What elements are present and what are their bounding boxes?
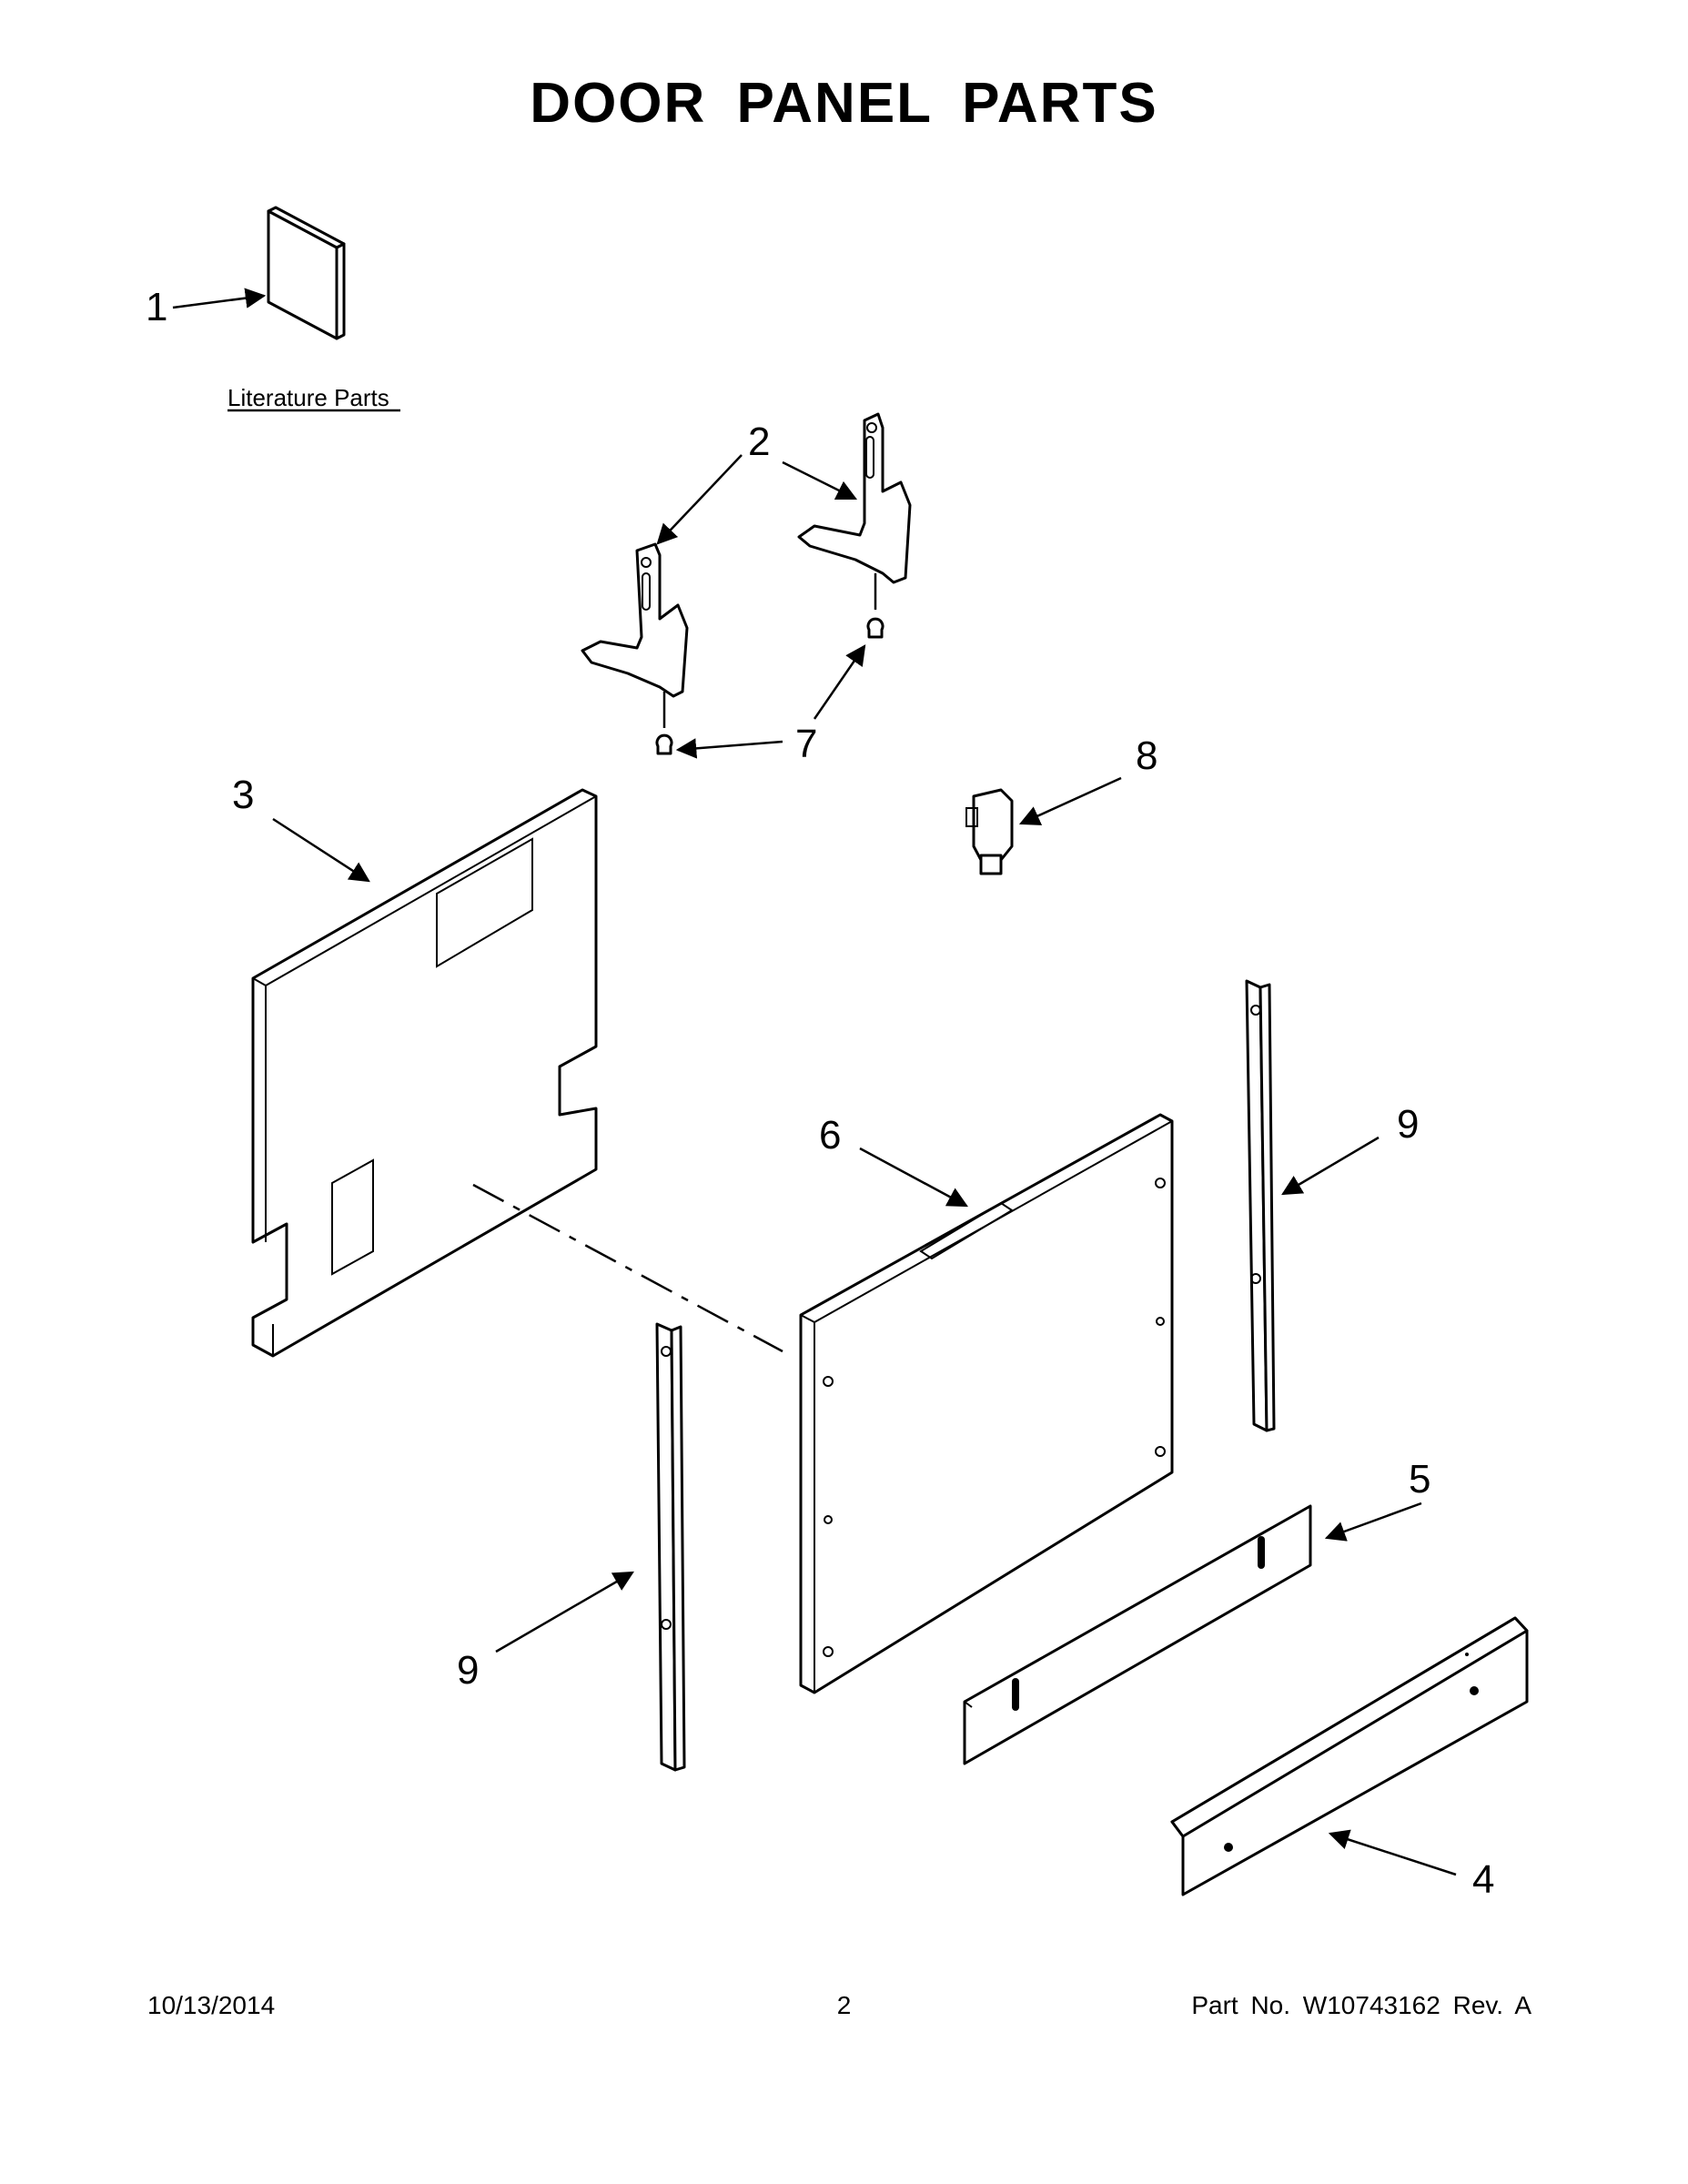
alignment-line <box>472 1183 783 1353</box>
callout-4: 4 <box>1472 1857 1494 1902</box>
part-6-inner-panel: 6 <box>799 1113 1174 1694</box>
part-2-hinges: 2 <box>581 412 912 755</box>
hinge-left <box>581 542 689 755</box>
callout-5: 5 <box>1409 1457 1430 1502</box>
part-8-switch: 8 <box>965 733 1157 875</box>
part-1-literature: 1 Literature Parts <box>146 206 400 412</box>
callout-9-right: 9 <box>1397 1102 1419 1147</box>
part-9-trim-left: 9 <box>457 1322 686 1772</box>
callout-2: 2 <box>748 420 770 464</box>
part-9-trim-right: 9 <box>1245 979 1419 1432</box>
part-5-kick-panel: 5 <box>963 1457 1430 1765</box>
footer-part-number: Part No. W10743162 Rev. A <box>1191 1991 1531 2019</box>
part-7-clips: 7 <box>675 644 866 766</box>
callout-6: 6 <box>819 1113 841 1158</box>
callout-3: 3 <box>232 773 254 817</box>
literature-label: Literature Parts <box>227 384 389 411</box>
callout-8: 8 <box>1136 733 1157 778</box>
callout-1: 1 <box>146 285 167 329</box>
callout-7: 7 <box>795 722 817 766</box>
page-title: DOOR PANEL PARTS <box>530 72 1158 135</box>
footer-date: 10/13/2014 <box>147 1991 276 2019</box>
part-3-panel: 3 <box>232 773 598 1358</box>
footer-page-number: 2 <box>836 1991 852 2019</box>
hinge-right <box>797 412 912 639</box>
callout-9-left: 9 <box>457 1648 479 1693</box>
part-4-lower-trim: 4 <box>1170 1616 1529 1902</box>
